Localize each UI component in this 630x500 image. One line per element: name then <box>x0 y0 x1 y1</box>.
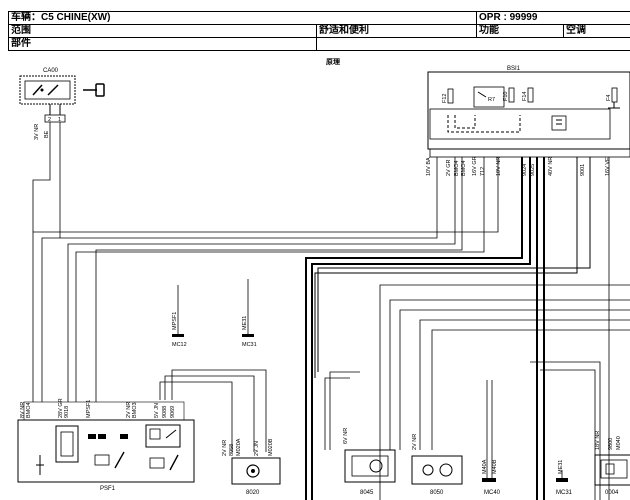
c8045-name: 8045 <box>360 490 374 496</box>
ground-mc12-label: MC12 <box>172 342 187 348</box>
psf1-name: PSF1 <box>100 486 116 492</box>
psf-wire-3: MPSF1 <box>86 400 92 418</box>
psf-conn-4: 5V JN <box>154 403 160 418</box>
header-table: 车辆：C5 CHINE(XW) OPR : 99999 范围 舒适和便利 功能 … <box>7 11 630 54</box>
c0004-component: 18V NR 9800 M040 0004 <box>594 431 630 496</box>
ground-me31b-label: ME31 <box>558 460 564 474</box>
bsi-conn-4: 10V NR <box>496 157 502 176</box>
bsi-conn-1: 10V BA <box>426 157 432 176</box>
psf-wire-4: BMO3 <box>132 402 138 418</box>
ca00-pin-2: 2 <box>48 117 51 123</box>
psf-wire-6: 9069 <box>170 406 176 418</box>
ground-me31: ME31 MC31 <box>242 279 257 348</box>
mc40-name: MC40 <box>484 490 501 496</box>
bsi-wire-4: 9024 <box>522 164 528 176</box>
psf-wire-1: BMO4 <box>26 402 32 418</box>
c8020-wire-3: M020B <box>268 438 274 456</box>
c8050-name: 8050 <box>430 490 444 496</box>
psf-wire-2: 9018 <box>64 406 70 418</box>
wires <box>32 122 630 500</box>
psf1-component: 8V NR BMO4 28V GR 9018 MPSF1 2V NR BMO3 … <box>17 398 195 492</box>
bsi-conn-6: 16V VE <box>605 157 611 176</box>
ground-mc31-mid-label: MC31 <box>242 342 257 348</box>
c8050-conn: 2V NR <box>412 434 418 450</box>
ca00-wire-label: BE <box>44 130 50 138</box>
c8020-conn-2: 2V JN <box>254 441 260 456</box>
ca00-component: CA00 2 1 3V NR BE <box>19 68 105 140</box>
principle-label: 原理 <box>326 57 340 66</box>
psf-conn-3: 2V NR <box>126 402 132 418</box>
ca00-pin-1: 1 <box>58 117 61 123</box>
bsi-wire-6: 9001 <box>580 164 586 176</box>
c8020-wire-2: M020A <box>236 438 242 456</box>
bsi1-name: BSI1 <box>507 66 521 72</box>
c0004-name: 0004 <box>605 490 619 496</box>
psf-wire-5: 9088 <box>162 406 168 418</box>
compressor-icon <box>246 464 260 478</box>
bsi-wire-3: 712 <box>480 167 486 176</box>
part-label: 部件 <box>8 37 317 51</box>
key-icon <box>95 83 105 97</box>
fuse-f10: F10 <box>503 92 509 101</box>
ground-mpsf1: MPSF1 MC12 <box>172 285 187 348</box>
fan-icon <box>369 459 383 473</box>
bsi-wire-2: BMO4 <box>461 160 467 176</box>
fuse-f4: F4 <box>606 95 612 101</box>
psf-conn-1: 8V NR <box>20 402 26 418</box>
mc40-ground: M40A M40B MC40 <box>482 380 501 496</box>
ground-m40b-label: M40B <box>492 459 498 474</box>
c8045-component: 6V NR 8045 <box>343 428 396 496</box>
psf-conn-2: 28V GR <box>58 398 64 418</box>
fan-icon-2 <box>439 463 453 477</box>
c8020-name: 8020 <box>246 490 260 496</box>
mc31-ground: ME31 MC31 <box>556 460 573 496</box>
c0004-wire-1: 9800 <box>608 438 614 450</box>
fuse-f14: F14 <box>522 92 528 101</box>
fuse-f12: F12 <box>442 94 448 103</box>
bsi-conn-5: 40V NR <box>548 157 554 176</box>
bsi1-component: BSI1 F12 F10 F14 F4 R7 10V BA 2V GR 16V … <box>426 66 630 176</box>
c8045-conn: 6V NR <box>343 428 349 444</box>
bsi-wire-5: 9025 <box>530 164 536 176</box>
c0004-conn: 18V NR <box>595 431 601 450</box>
mc31-bottom-name: MC31 <box>556 490 573 496</box>
ground-mpsf1-label: MPSF1 <box>172 312 178 330</box>
c0004-wire-2: M040 <box>616 436 622 450</box>
bsi-conn-3: 16V GR <box>472 156 478 176</box>
bsi-conn-2: 2V GR <box>446 159 452 176</box>
c8020-wire-1: 8058 <box>229 444 235 456</box>
ca00-connector-label: 3V NR <box>34 124 40 140</box>
c8020-conn-1: 2V NR <box>222 440 228 456</box>
ground-me31-label: ME31 <box>242 316 248 330</box>
bsi-wire-1: BMO4 <box>454 160 460 176</box>
relay-r7: R7 <box>488 97 495 103</box>
ca00-name: CA00 <box>43 68 59 74</box>
c8050-component: 2V NR 8050 <box>411 434 463 496</box>
c8020-component: 2V NR 8058 M020A 2V JN M020B 8020 <box>222 438 281 496</box>
ground-m40a-label: M40A <box>482 459 488 474</box>
